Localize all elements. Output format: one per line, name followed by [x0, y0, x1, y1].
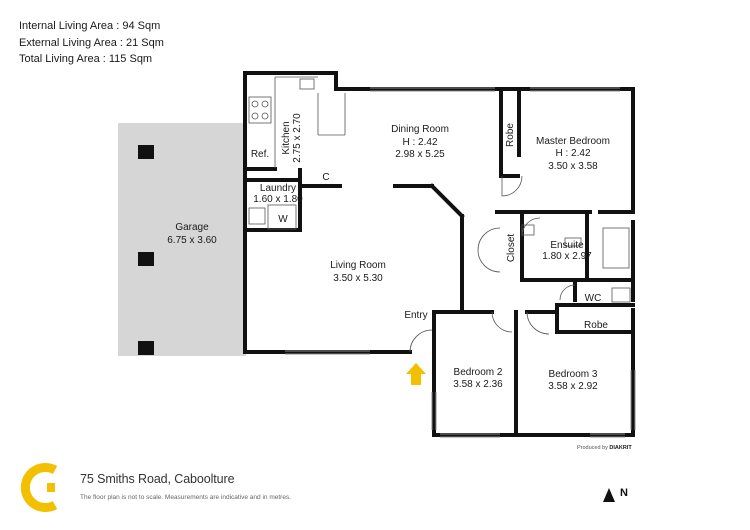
garage-size: 6.75 x 3.60 — [167, 235, 217, 246]
dining-height: H : 2.42 — [402, 137, 437, 148]
walls — [243, 71, 635, 437]
north-arrow-icon — [603, 488, 615, 502]
property-address: 75 Smiths Road, Caboolture — [80, 472, 235, 486]
credit-brand: DIAKRIT — [609, 445, 632, 451]
bedroom3-size: 3.58 x 2.92 — [548, 381, 598, 392]
kitchen-size: 2.75 x 2.70 — [292, 113, 303, 163]
ensuite-size: 1.80 x 2.97 — [542, 251, 592, 262]
garage-post — [138, 341, 154, 355]
bedroom2-size: 3.58 x 2.36 — [453, 379, 503, 390]
living-size: 3.50 x 5.30 — [333, 273, 383, 284]
entry-arrow-icon — [406, 363, 426, 385]
master-height: H : 2.42 — [555, 148, 590, 159]
ref-label: Ref. — [251, 149, 269, 160]
kitchen-fixtures — [248, 76, 631, 303]
ensuite-name: Ensuite — [550, 240, 584, 251]
cupboard-label: C — [322, 172, 329, 183]
master-name: Master Bedroom — [536, 136, 610, 147]
windows — [285, 87, 636, 438]
producer-credit: Produced by DIAKRIT — [577, 445, 632, 451]
dining-name: Dining Room — [391, 124, 449, 135]
wc-label: WC — [585, 293, 602, 304]
area-summary: Internal Living Area : 94 Sqm External L… — [19, 18, 164, 68]
north-label: N — [620, 487, 628, 499]
laundry-name: Laundry — [260, 183, 296, 194]
garage-post — [138, 145, 154, 159]
laundry-size: 1.60 x 1.80 — [253, 194, 303, 205]
disclaimer-note: The floor plan is not to scale. Measurem… — [80, 494, 291, 501]
robe3-label: Robe — [584, 320, 608, 331]
kitchen-name: Kitchen — [281, 121, 292, 154]
bedroom3-name: Bedroom 3 — [549, 369, 598, 380]
room-labels: Garage 6.75 x 3.60 Kitchen 2.75 x 2.70 R… — [167, 113, 610, 392]
total-area: Total Living Area : 115 Sqm — [19, 53, 153, 65]
master-robe-label: Robe — [505, 123, 516, 147]
bedroom2-name: Bedroom 2 — [454, 367, 503, 378]
internal-area: Internal Living Area : 94 Sqm — [19, 20, 161, 32]
garage-area — [118, 123, 246, 356]
doors — [409, 175, 576, 353]
entry-label: Entry — [404, 310, 427, 321]
external-area: External Living Area : 21 Sqm — [19, 36, 164, 49]
living-name: Living Room — [330, 260, 386, 271]
credit-prefix: Produced by — [577, 445, 608, 451]
garage-post — [138, 252, 154, 266]
master-size: 3.50 x 3.58 — [548, 161, 598, 172]
closet-label: Closet — [506, 234, 517, 263]
agency-logo-icon — [20, 463, 58, 512]
washer-label: W — [278, 214, 288, 225]
dining-size: 2.98 x 5.25 — [395, 149, 445, 160]
garage-name: Garage — [175, 222, 209, 233]
